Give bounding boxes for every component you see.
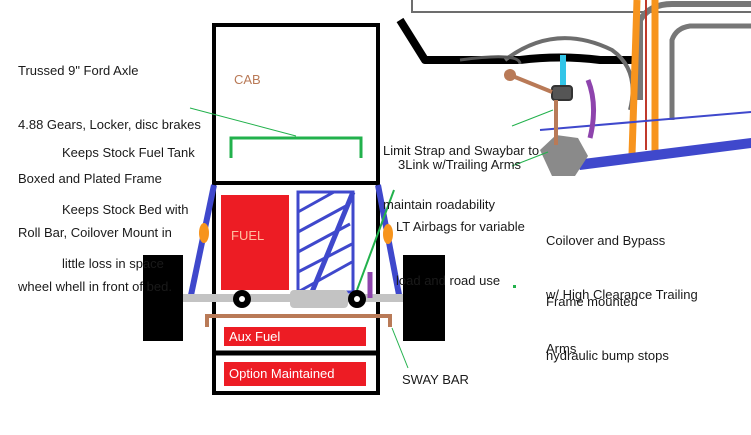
bed-note: Keeps Stock Bed with little loss in spac… (62, 165, 188, 291)
callout-limit-strap (511, 109, 554, 127)
left-strut (187, 184, 217, 301)
sway-bar-note: SWAY BAR (402, 372, 469, 387)
bump-stop-marker (513, 285, 516, 288)
axle-note-line: Roll Bar, Coilover Mount in (18, 225, 172, 240)
fuel-tank-note: Keeps Stock Fuel Tank (62, 145, 195, 160)
aux-fuel-tank (224, 327, 366, 346)
limit-strap (585, 79, 596, 139)
limit-strap-note-line: maintain roadability (383, 197, 496, 212)
sway-link (509, 73, 553, 94)
three-link-note: 3Link w/Trailing Arms (398, 157, 522, 172)
airbags-note: LT Airbags for variable load and road us… (396, 182, 525, 308)
axle-note: Trussed 9" Ford Axle 4.88 Gears, Locker,… (18, 26, 201, 314)
link-mount (551, 85, 573, 101)
cab-box (212, 23, 380, 187)
coilover-note-line: Arms (546, 341, 577, 356)
bed-note-line: little loss in space (62, 256, 164, 271)
bump-stops-note-line: Frame mounted (546, 294, 638, 309)
limit-strap-note: Limit Strap and Swaybar to maintain road… (383, 106, 539, 232)
coilover-shock-left (628, 0, 641, 156)
rear-view (143, 23, 445, 395)
left-bump-stop (199, 223, 209, 243)
option-tank (224, 362, 366, 386)
coilover-note-line: Coilover and Bypass (546, 233, 666, 248)
sway-bar (205, 314, 392, 327)
left-tire (143, 255, 183, 341)
trailing-arm (575, 138, 751, 170)
right-tire (403, 255, 445, 341)
callout-3link (511, 151, 549, 167)
coilover-note-line: w/ High Clearance Trailing (546, 287, 698, 302)
right-hub-center (354, 296, 360, 302)
airbags-note-line: LT Airbags for variable (396, 219, 525, 234)
coilover-note: Coilover and Bypass w/ High Clearance Tr… (546, 196, 698, 376)
frame-arc-lower (459, 55, 522, 65)
axle-housing (540, 135, 588, 176)
limit-strap-note-line: Limit Strap and Swaybar to (383, 143, 540, 158)
bed-note-line: Keeps Stock Bed with (62, 202, 189, 217)
cab-label: CAB (234, 72, 261, 87)
fuel-label: FUEL (231, 228, 265, 243)
option-label: Option Maintained (229, 366, 335, 381)
callout-roll-bar (189, 107, 297, 137)
left-hub-center (239, 296, 245, 302)
axle-note-line: Boxed and Plated Frame (18, 171, 162, 186)
axle-center (290, 290, 348, 308)
fender-frame-lower (669, 23, 751, 120)
trailing-arm-thin (539, 111, 751, 131)
sway-link-end (504, 69, 516, 81)
right-bump-stop (383, 224, 393, 244)
axle-note-line: Trussed 9" Ford Axle (18, 63, 139, 78)
callout-sway-bar (391, 327, 409, 369)
axle-truss (296, 190, 356, 294)
bump-stops-note: Frame mounted hydraulic bump stops (546, 257, 669, 383)
side-view-sketch (396, 0, 751, 288)
axle-note-line: wheel whell in front of bed. (18, 279, 172, 294)
fuel-tank (221, 195, 289, 290)
bump-stops-note-line: hydraulic bump stops (546, 348, 669, 363)
frame-rail (396, 17, 640, 64)
airbags-note-line: load and road use (396, 273, 501, 288)
aux-fuel-label: Aux Fuel (229, 329, 281, 344)
axle-note-line: 4.88 Gears, Locker, disc brakes (18, 117, 201, 132)
roll-bar-bracket (229, 136, 363, 158)
airbag-line (356, 189, 395, 291)
